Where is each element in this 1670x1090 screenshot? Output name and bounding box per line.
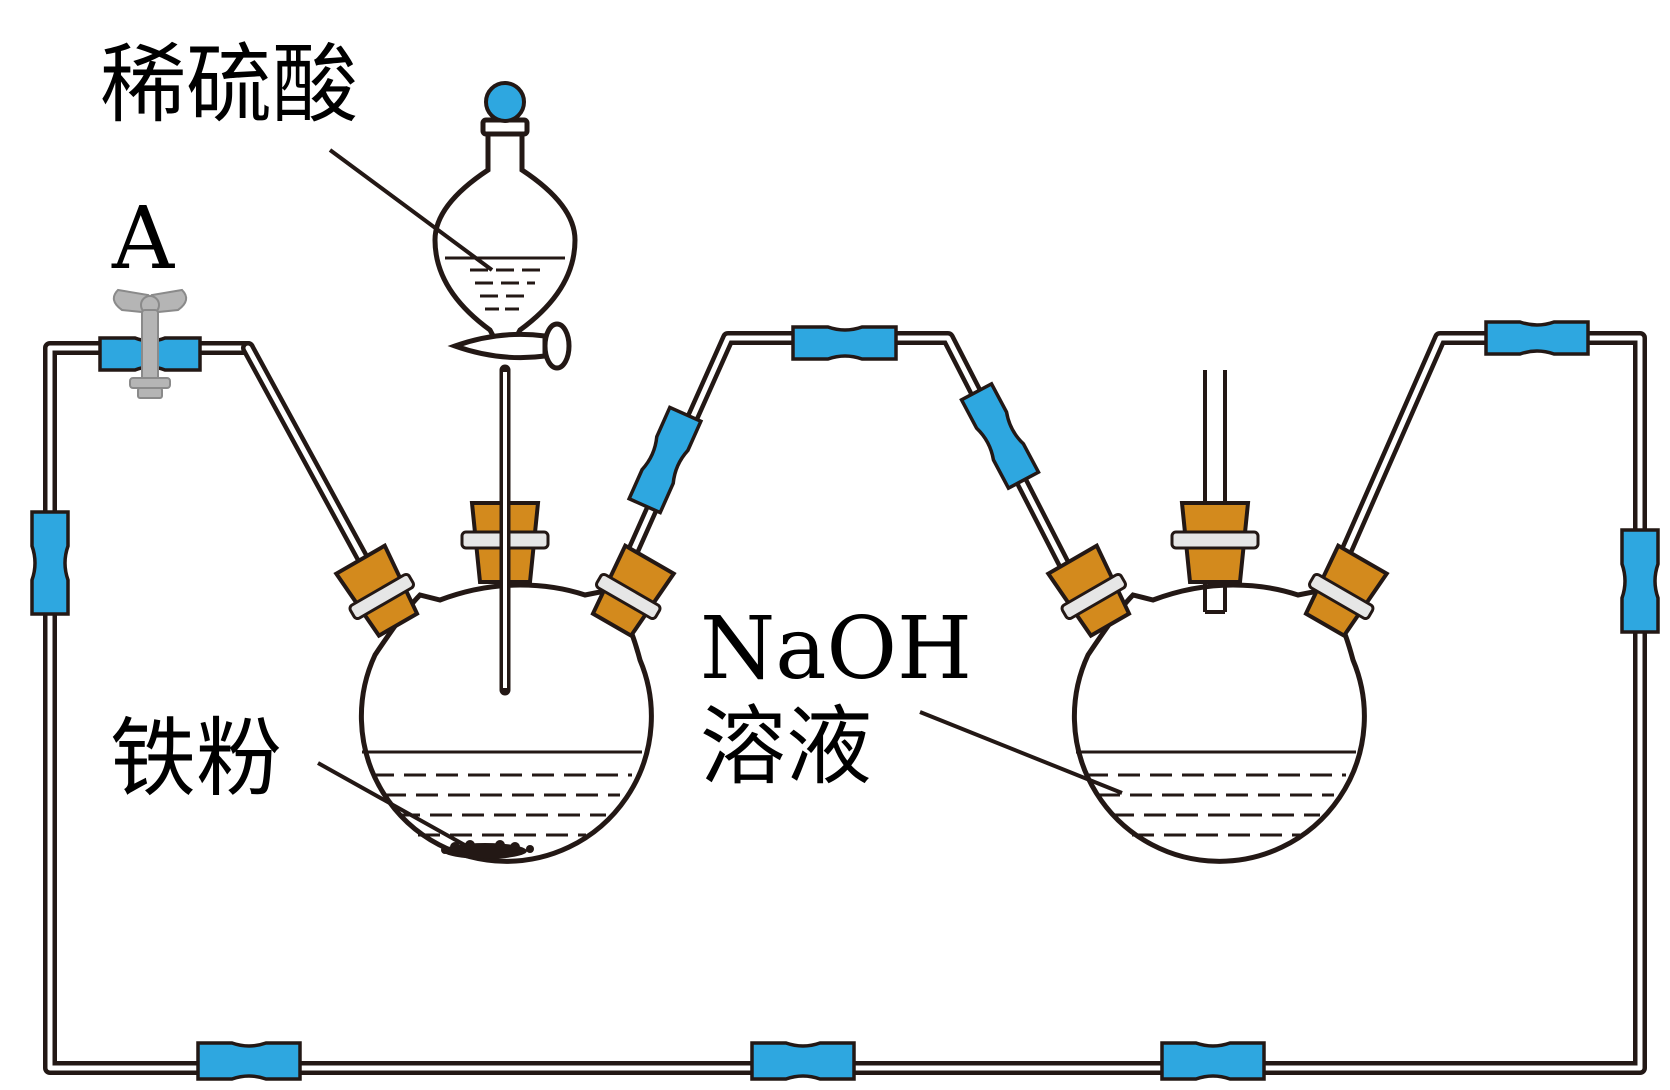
pointer-lines	[317, 148, 1123, 850]
stopper-flask2-center	[1170, 501, 1260, 584]
clamp-a	[112, 288, 188, 399]
stopcock	[447, 321, 572, 371]
stopper-flask1-right	[590, 542, 677, 639]
rubber-connectors	[30, 320, 1660, 1081]
liquid-lines-flask2	[1086, 773, 1346, 837]
tube-left-to-flask1	[241, 341, 377, 579]
stopper-flask2-right	[1303, 542, 1390, 639]
connector-bottom-middle	[750, 1041, 856, 1081]
connector-top-middle	[791, 325, 898, 361]
label-clamp-a: A	[111, 189, 175, 289]
stopper-flask2-left	[1045, 542, 1132, 639]
acid-liquid-lines	[470, 268, 540, 311]
connector-diagonal-right	[959, 381, 1041, 491]
connector-bottom-left	[196, 1041, 302, 1081]
label-dilute-sulfuric-acid: 稀硫酸	[100, 35, 358, 135]
connector-left-side	[30, 510, 70, 616]
connector-right-side	[1620, 528, 1660, 634]
separatory-funnel	[432, 81, 578, 696]
connector-top-right	[1484, 320, 1590, 356]
connector-diagonal-left	[626, 405, 704, 515]
connector-bottom-right	[1160, 1041, 1266, 1081]
flask-2	[1045, 370, 1390, 864]
flask-1	[333, 501, 677, 864]
pointer-naoh	[919, 710, 1123, 795]
pointer-iron	[317, 761, 471, 850]
label-solution: 溶液	[700, 697, 872, 797]
label-naoh: NaOH	[700, 599, 972, 699]
liquid-lines-flask1	[372, 773, 632, 837]
label-iron-powder: 铁粉	[110, 709, 282, 809]
perimeter-tube	[43, 331, 1647, 1075]
stopper-flask1-left	[333, 542, 420, 639]
pointer-acid	[328, 148, 494, 272]
